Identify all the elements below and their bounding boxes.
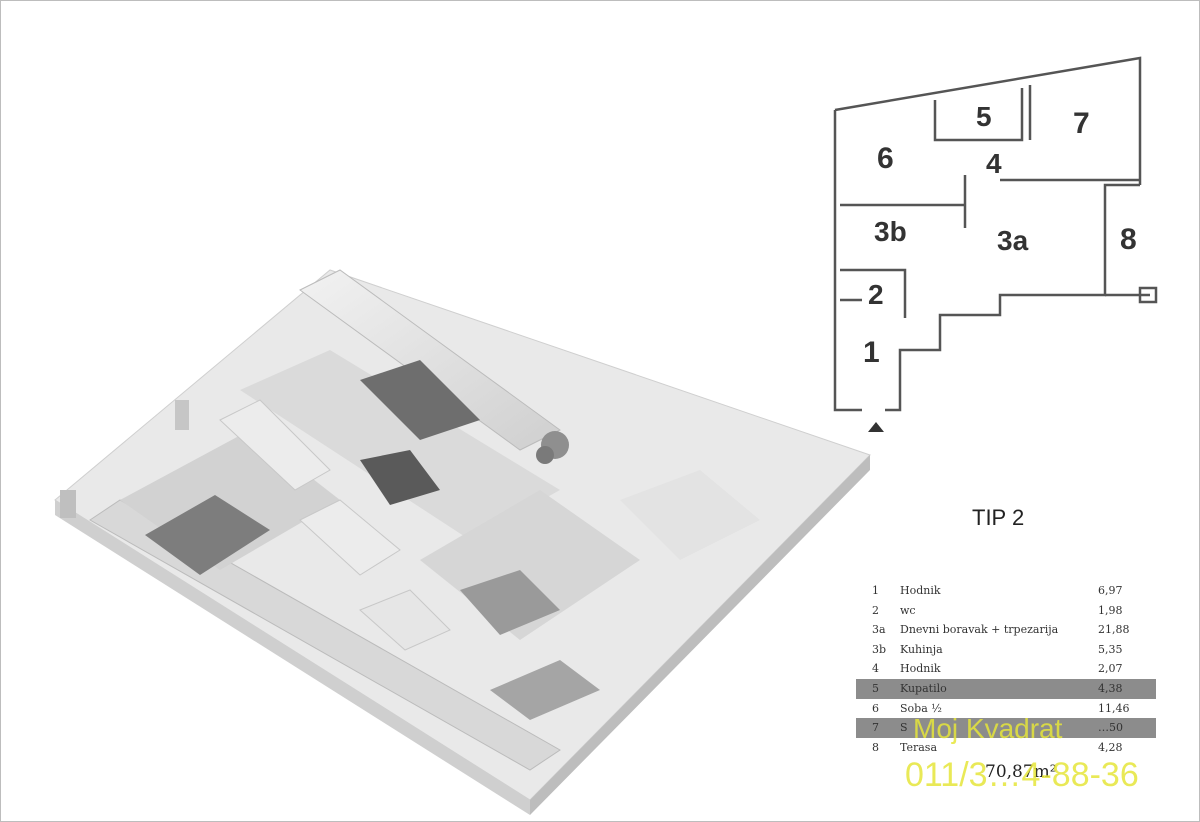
legend-area: 21,88 <box>1098 623 1130 637</box>
legend-number: 3b <box>872 642 887 656</box>
legend-number: 6 <box>872 701 879 715</box>
legend-area: …50 <box>1098 721 1123 735</box>
room-label-4: 4 <box>986 148 1002 179</box>
legend-room-name: Kuhinja <box>900 642 943 656</box>
legend-number: 3a <box>872 623 886 637</box>
total-area: 70,87m² <box>985 762 1057 782</box>
room-label-3a: 3a <box>997 225 1029 256</box>
legend-row: 1 Hodnik 6,97 <box>856 581 1156 601</box>
legend-row: 3a Dnevni boravak + trpezarija 21,88 <box>856 620 1156 640</box>
room-label-7: 7 <box>1073 107 1090 140</box>
legend-room-name: Soba ½ <box>900 701 942 715</box>
watermark-phone: 011/3…4-88-36 <box>905 756 1139 794</box>
legend-number: 5 <box>872 681 879 695</box>
legend-row: 4 Hodnik 2,07 <box>856 659 1156 679</box>
legend-area: 4,38 <box>1098 681 1123 695</box>
legend-room-name: Hodnik <box>900 584 941 597</box>
legend-row-highlighted: 7 S …50 <box>856 718 1156 738</box>
room-label-1: 1 <box>863 336 880 369</box>
legend-number: 2 <box>872 603 879 617</box>
legend-room-name: Kupatilo <box>900 681 947 695</box>
legend-row: 8 Terasa 4,28 <box>856 738 1156 758</box>
legend-number: 7 <box>872 721 879 735</box>
legend-number: 8 <box>872 740 879 754</box>
legend-area: 6,97 <box>1098 584 1123 597</box>
legend-number: 4 <box>872 662 879 676</box>
legend-room-name: wc <box>900 603 916 617</box>
room-area-legend: 1 Hodnik 6,97 2 wc 1,98 3a Dnevni borava… <box>856 581 1156 757</box>
legend-number: 1 <box>872 584 879 597</box>
legend-room-name: Dnevni boravak + trpezarija <box>900 623 1059 637</box>
legend-room-name: S <box>900 721 908 735</box>
legend-room-name: Terasa <box>900 740 938 754</box>
legend-row: 6 Soba ½ 11,46 <box>856 699 1156 719</box>
legend-room-name: Hodnik <box>900 662 941 676</box>
room-label-8: 8 <box>1120 223 1137 256</box>
room-label-6: 6 <box>877 142 894 175</box>
room-label-5: 5 <box>976 101 992 132</box>
legend-area: 5,35 <box>1098 642 1123 656</box>
legend-row: 3b Kuhinja 5,35 <box>856 640 1156 660</box>
room-label-2: 2 <box>868 279 884 310</box>
legend-row-highlighted: 5 Kupatilo 4,38 <box>856 678 1156 699</box>
legend-area: 11,46 <box>1098 701 1130 715</box>
watermark-brand: Moj Kvadrat <box>913 713 1063 744</box>
legend-row: 2 wc 1,98 <box>856 601 1156 621</box>
room-label-3b: 3b <box>874 216 907 247</box>
apartment-type-title: TIP 2 <box>972 505 1025 530</box>
legend-area: 4,28 <box>1098 740 1123 754</box>
legend-area: 2,07 <box>1098 662 1123 676</box>
legend-area: 1,98 <box>1098 603 1123 617</box>
